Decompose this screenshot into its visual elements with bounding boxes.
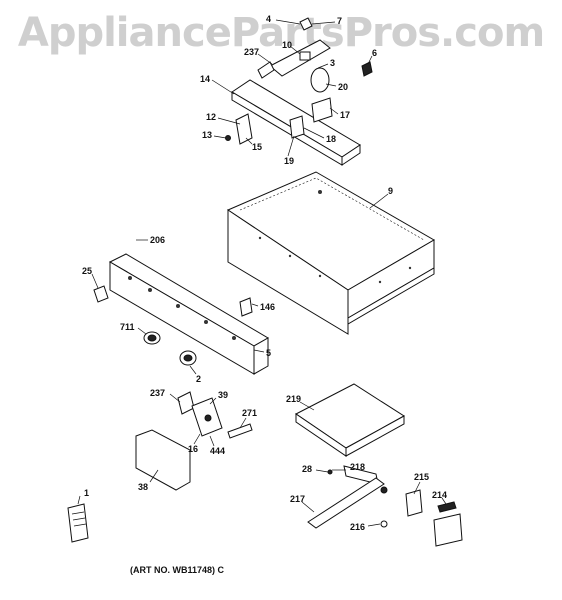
callout-217: 217 — [290, 494, 305, 504]
callout-3: 3 — [330, 58, 335, 68]
burner-box — [226, 171, 435, 335]
igniter-electrode — [307, 477, 385, 529]
callout-219: 219 — [286, 394, 301, 404]
callout-237-top: 237 — [244, 47, 259, 57]
callout-5: 5 — [266, 348, 271, 358]
orifice-holder — [310, 67, 330, 93]
callout-38: 38 — [138, 482, 148, 492]
switch-connector — [437, 501, 457, 513]
panel-clip — [239, 297, 253, 317]
valve-assembly — [135, 391, 253, 491]
manifold-assembly — [211, 17, 373, 166]
callout-216: 216 — [350, 522, 365, 532]
callout-444: 444 — [210, 446, 225, 456]
valve-shield — [135, 429, 191, 491]
lower-right-parts — [295, 383, 463, 547]
callout-9: 9 — [388, 186, 393, 196]
valve-bracket — [235, 113, 253, 145]
callout-6: 6 — [372, 48, 377, 58]
callout-28: 28 — [302, 464, 312, 474]
callout-237-bottom: 237 — [150, 388, 165, 398]
callout-206: 206 — [150, 235, 165, 245]
washer — [380, 520, 388, 528]
valve-stem — [227, 423, 253, 439]
art-number: (ART NO. WB11748) C — [130, 565, 225, 575]
callout-12: 12 — [206, 112, 216, 122]
callout-13: 13 — [202, 130, 212, 140]
callout-271: 271 — [242, 408, 257, 418]
callout-146: 146 — [260, 302, 275, 312]
owners-manual — [67, 495, 89, 543]
callout-4: 4 — [266, 14, 271, 24]
callout-10: 10 — [282, 40, 292, 50]
callout-1: 1 — [84, 488, 89, 498]
callout-214: 214 — [432, 490, 447, 500]
callout-215: 215 — [414, 472, 429, 482]
callout-218: 218 — [350, 462, 365, 472]
spark-igniter — [361, 61, 373, 77]
valve-block — [311, 97, 333, 123]
callout-711: 711 — [120, 322, 135, 332]
control-panel — [91, 239, 269, 375]
callout-39: 39 — [218, 390, 228, 400]
heat-shield — [295, 383, 405, 449]
callout-18: 18 — [326, 134, 336, 144]
callout-15: 15 — [252, 142, 262, 152]
callout-labels: 4 7 237 10 3 6 14 20 12 17 13 15 18 19 9… — [82, 14, 447, 532]
callout-17: 17 — [340, 110, 350, 120]
callout-16: 16 — [188, 444, 198, 454]
knob-spring — [93, 285, 109, 303]
callout-19: 19 — [284, 156, 294, 166]
callout-14: 14 — [200, 74, 210, 84]
watermark: AppliancePartsPros.com — [17, 10, 545, 56]
igniter-switch — [433, 513, 463, 547]
orifice-hood — [299, 17, 313, 31]
callout-2: 2 — [196, 374, 201, 384]
callout-25: 25 — [82, 266, 92, 276]
valve-fitting — [177, 391, 195, 415]
callout-20: 20 — [338, 82, 348, 92]
callout-7: 7 — [337, 16, 342, 26]
